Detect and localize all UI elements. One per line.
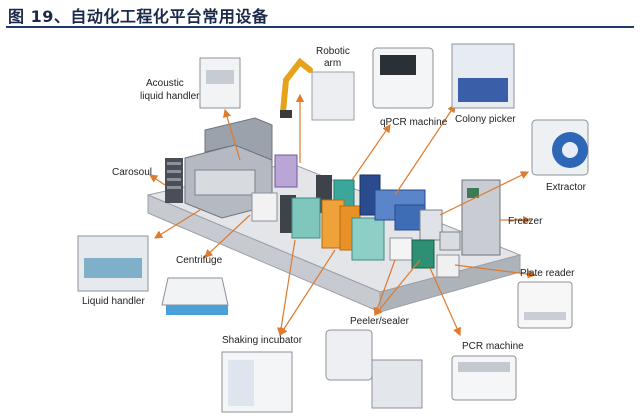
label-carosoul: Carosoul: [112, 167, 152, 178]
label-acoustic-line2: liquid handler: [140, 91, 200, 102]
label-centrifuge: Centrifuge: [176, 255, 223, 266]
label-pcr-machine: PCR machine: [462, 341, 524, 352]
label-acoustic: Acoustic: [146, 78, 184, 89]
label-freezer: Freezer: [508, 216, 543, 227]
label-liquid-handler: Liquid handler: [82, 296, 145, 307]
label-extractor: Extractor: [546, 182, 587, 193]
label-qpcr: qPCR machine: [380, 117, 448, 128]
label-plate-reader: Plate reader: [520, 268, 575, 279]
label-robotic-arm-line2: arm: [324, 58, 341, 69]
label-robotic-arm: Robotic: [316, 46, 350, 57]
title-underline: [6, 26, 634, 28]
platform-devices: [165, 117, 501, 278]
label-colony-picker: Colony picker: [455, 114, 516, 125]
arrows: [149, 93, 537, 337]
device-thumbnails: [77, 43, 589, 413]
figure-title: 图 19、自动化工程化平台常用设备: [8, 7, 269, 26]
label-shaking-incubator: Shaking incubator: [222, 335, 303, 346]
label-peeler-sealer: Peeler/sealer: [350, 316, 410, 327]
